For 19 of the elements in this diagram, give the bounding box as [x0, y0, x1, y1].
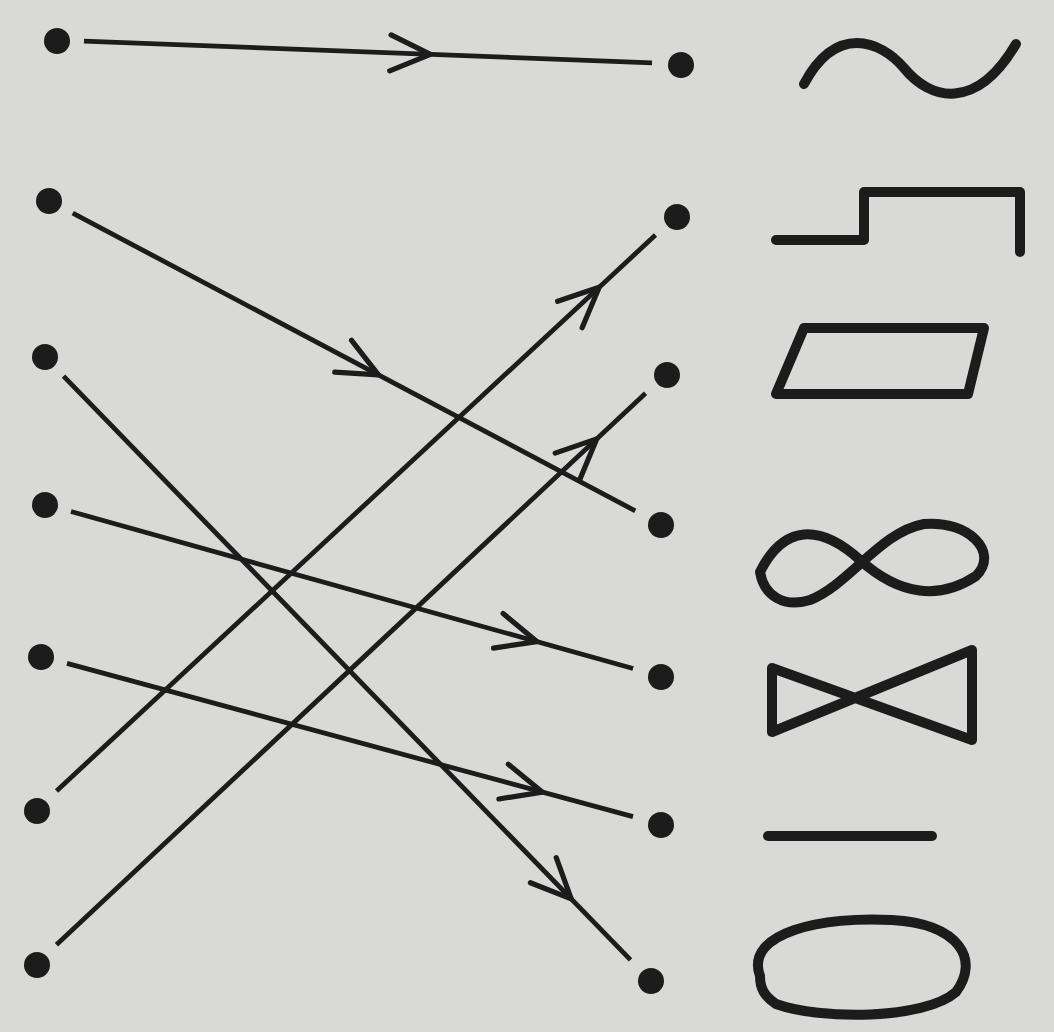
dot — [647, 811, 673, 837]
dot — [43, 27, 69, 53]
arrow — [71, 210, 637, 514]
dot — [27, 643, 53, 669]
dot — [31, 343, 57, 369]
dot — [647, 663, 673, 689]
dot — [653, 361, 679, 387]
arrow — [83, 32, 653, 74]
dot — [31, 491, 57, 517]
dot — [637, 967, 663, 993]
arrow — [54, 233, 658, 793]
dot — [663, 203, 689, 229]
dot — [23, 951, 49, 977]
dot — [647, 511, 673, 537]
dot — [667, 51, 693, 77]
arrow — [70, 509, 634, 671]
arrow — [66, 661, 634, 819]
dot — [23, 797, 49, 823]
dot — [35, 187, 61, 213]
